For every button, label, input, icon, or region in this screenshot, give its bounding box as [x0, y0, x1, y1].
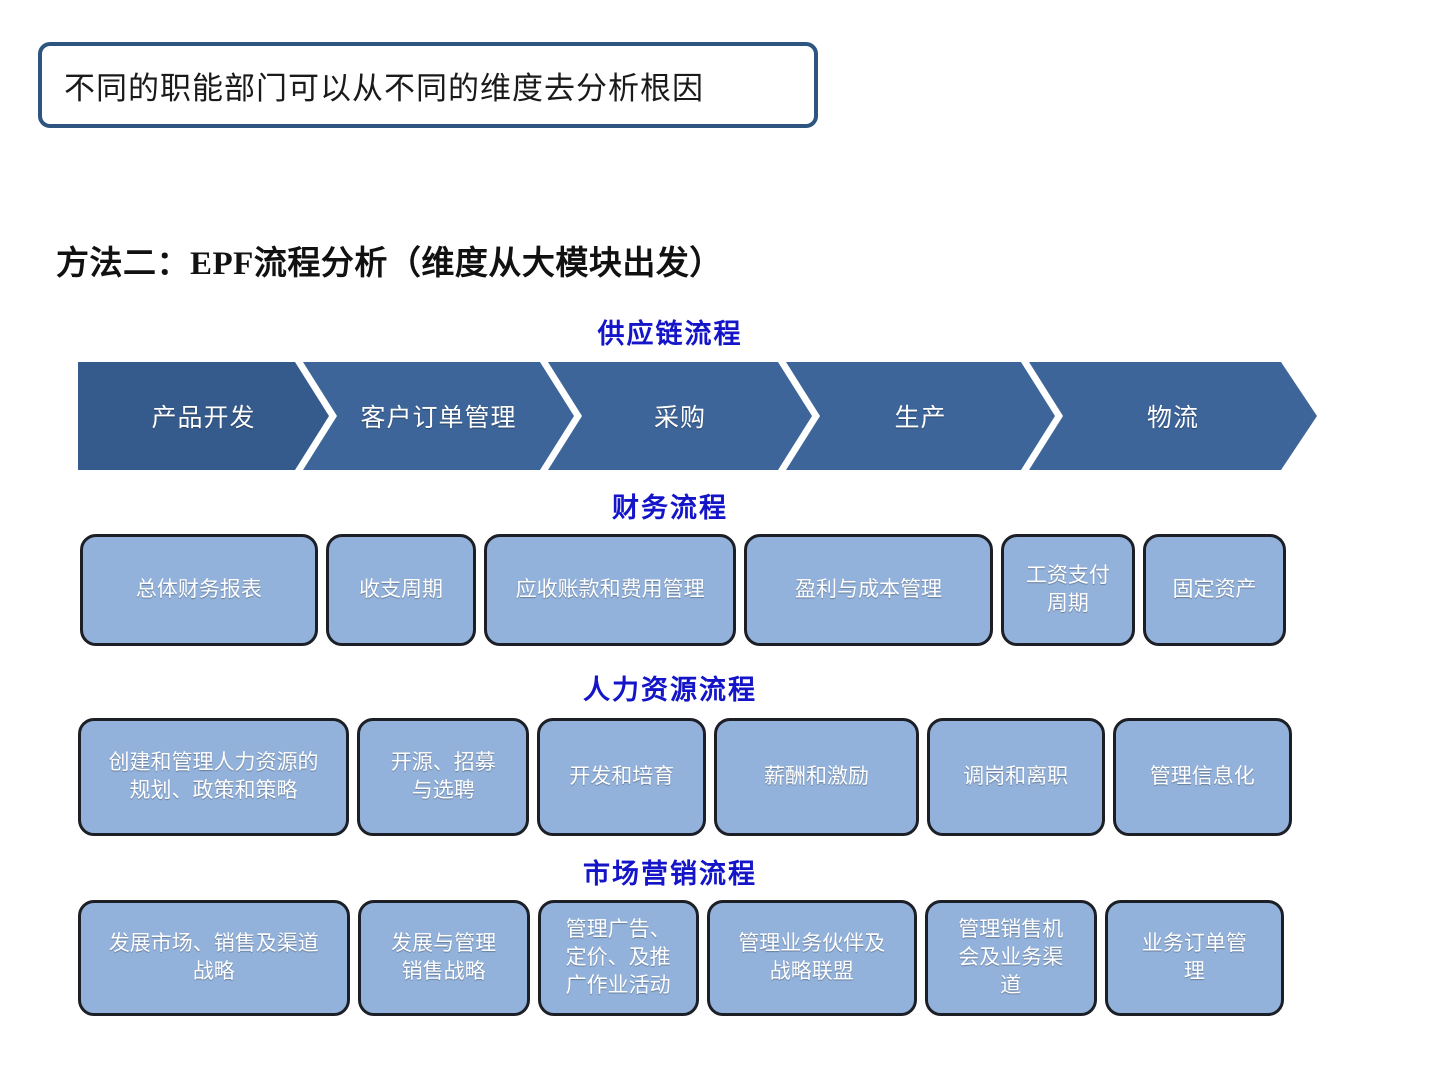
callout-text: 不同的职能部门可以从不同的维度去分析根因: [64, 70, 704, 106]
marketing-item-4[interactable]: 管理业务伙伴及 战略联盟: [706, 900, 917, 1016]
supply-chain-step-label: 物流: [1146, 405, 1199, 432]
finance-item-3[interactable]: 应收账款和费用管理: [484, 534, 737, 646]
supply-chain-step-2[interactable]: 客户订单管理: [303, 362, 574, 470]
section-heading-finance: 财务流程: [612, 493, 728, 523]
hr-item-5[interactable]: 调岗和离职: [926, 718, 1105, 836]
marketing-item-1[interactable]: 发展市场、销售及渠道 战略: [78, 900, 350, 1016]
section-heading-hr: 人力资源流程: [583, 675, 757, 705]
supply-chain-step-5[interactable]: 物流: [1029, 362, 1317, 470]
page-subtitle: 方法二：EPF流程分析（维度从大模块出发）: [56, 246, 723, 282]
supply-chain-step-4[interactable]: 生产: [786, 362, 1055, 470]
supply-chain-step-label: 生产: [894, 405, 947, 432]
finance-item-2[interactable]: 收支周期: [325, 534, 477, 646]
hr-item-6[interactable]: 管理信息化: [1112, 718, 1293, 836]
hr-item-3[interactable]: 开发和培育: [537, 718, 707, 836]
marketing-item-3[interactable]: 管理广告、 定价、及推 广作业活动: [537, 900, 699, 1016]
supply-chain-step-label: 客户订单管理: [360, 405, 517, 432]
marketing-item-5[interactable]: 管理销售机 会及业务渠 道: [924, 900, 1097, 1016]
finance-item-5[interactable]: 工资支付 周期: [1000, 534, 1135, 646]
finance-flow: 总体财务报表收支周期应收账款和费用管理盈利与成本管理工资支付 周期固定资产: [80, 534, 1287, 646]
section-heading-supply-chain: 供应链流程: [597, 319, 743, 349]
supply-chain-step-1[interactable]: 产品开发: [78, 362, 329, 470]
hr-flow: 创建和管理人力资源的 规划、政策和策略开源、招募 与选聘开发和培育薪酬和激励调岗…: [78, 718, 1293, 836]
hr-item-4[interactable]: 薪酬和激励: [714, 718, 919, 836]
hr-item-1[interactable]: 创建和管理人力资源的 规划、政策和策略: [78, 718, 350, 836]
marketing-item-2[interactable]: 发展与管理 销售战略: [357, 900, 530, 1016]
marketing-flow: 发展市场、销售及渠道 战略发展与管理 销售战略管理广告、 定价、及推 广作业活动…: [78, 900, 1284, 1016]
hr-item-2[interactable]: 开源、招募 与选聘: [357, 718, 530, 836]
callout-box: 不同的职能部门可以从不同的维度去分析根因: [38, 42, 818, 128]
finance-item-6[interactable]: 固定资产: [1142, 534, 1287, 646]
supply-chain-step-label: 采购: [653, 405, 706, 432]
supply-chain-flow: 产品开发 客户订单管理 采购 生产 物流: [78, 362, 1318, 470]
supply-chain-step-3[interactable]: 采购: [548, 362, 812, 470]
section-heading-marketing: 市场营销流程: [583, 859, 757, 889]
finance-item-4[interactable]: 盈利与成本管理: [744, 534, 993, 646]
supply-chain-step-label: 产品开发: [151, 405, 256, 432]
finance-item-1[interactable]: 总体财务报表: [80, 534, 318, 646]
marketing-item-6[interactable]: 业务订单管 理: [1104, 900, 1284, 1016]
